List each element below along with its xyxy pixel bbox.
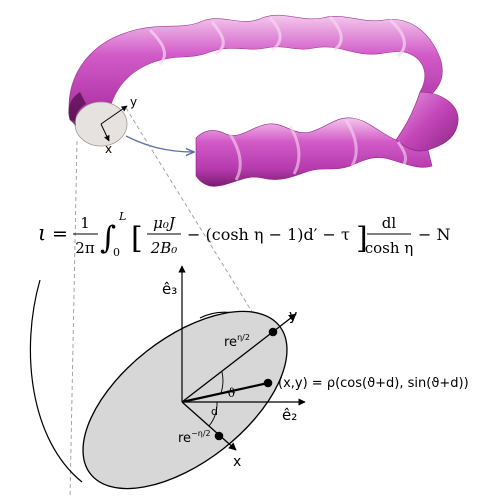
formula-lbracket: [ xyxy=(131,221,143,256)
top-x-label: x xyxy=(105,142,112,156)
tube-back-arc xyxy=(68,14,443,129)
formula-rbracket: ] xyxy=(356,221,368,256)
point-xy-label: (x,y) = ρ(cos(ϑ+d), sin(ϑ+d)) xyxy=(278,376,469,391)
formula-integral: ∫ xyxy=(100,220,116,256)
formula-frac-den: 2π xyxy=(75,239,95,257)
d-arc xyxy=(208,401,218,427)
formula-tail: − N xyxy=(418,225,451,244)
arrow-icon xyxy=(125,135,194,152)
cross-section: ê₃ ê₂ y x ϑ d reη/2 re−η/2 (x,y) = ρ(cos… xyxy=(29,265,469,490)
tube-outline-arc xyxy=(29,279,83,483)
formula-dl-num: dl xyxy=(382,214,397,232)
point-major xyxy=(268,327,278,337)
dashed-connectors xyxy=(69,107,268,499)
cs-x-label: x xyxy=(233,454,241,470)
theta-label: ϑ xyxy=(227,386,236,400)
point-xy xyxy=(263,378,273,388)
formula-int-upper: L xyxy=(118,210,126,223)
formula: ι = 1 2π ∫ 0 L [ μ₀J 2B₀ − (cosh η − 1)d… xyxy=(38,210,451,259)
re-neg-label: re−η/2 xyxy=(178,429,211,446)
point-minor xyxy=(214,431,224,441)
formula-int-lower: 0 xyxy=(113,246,120,259)
top-frame: y x xyxy=(100,95,137,156)
tube-cut-shadow xyxy=(68,92,86,126)
re-pos-label: reη/2 xyxy=(224,333,250,350)
top-y-label: y xyxy=(130,95,137,109)
e2-label: ê₂ xyxy=(282,406,297,424)
tube-twist-highlights xyxy=(148,15,406,66)
d-label: d xyxy=(211,405,218,418)
formula-lhs: ι xyxy=(38,221,46,245)
theta-arc xyxy=(220,371,224,394)
tube-front-segment xyxy=(195,117,433,187)
twisted-tube xyxy=(68,14,459,187)
formula-mu-den: 2B₀ xyxy=(150,239,178,257)
formula-eq: = xyxy=(52,223,68,245)
formula-dl-den: cosh η xyxy=(365,239,414,257)
tube-right-end xyxy=(395,91,459,152)
cs-y-label: y xyxy=(289,308,297,324)
e3-label: ê₃ xyxy=(162,280,177,298)
tube-front-highlights xyxy=(228,119,408,181)
formula-middle: − (cosh η − 1)d′ − τ xyxy=(187,225,350,244)
formula-frac-num: 1 xyxy=(80,214,90,232)
formula-mu-num: μ₀J xyxy=(153,214,176,232)
